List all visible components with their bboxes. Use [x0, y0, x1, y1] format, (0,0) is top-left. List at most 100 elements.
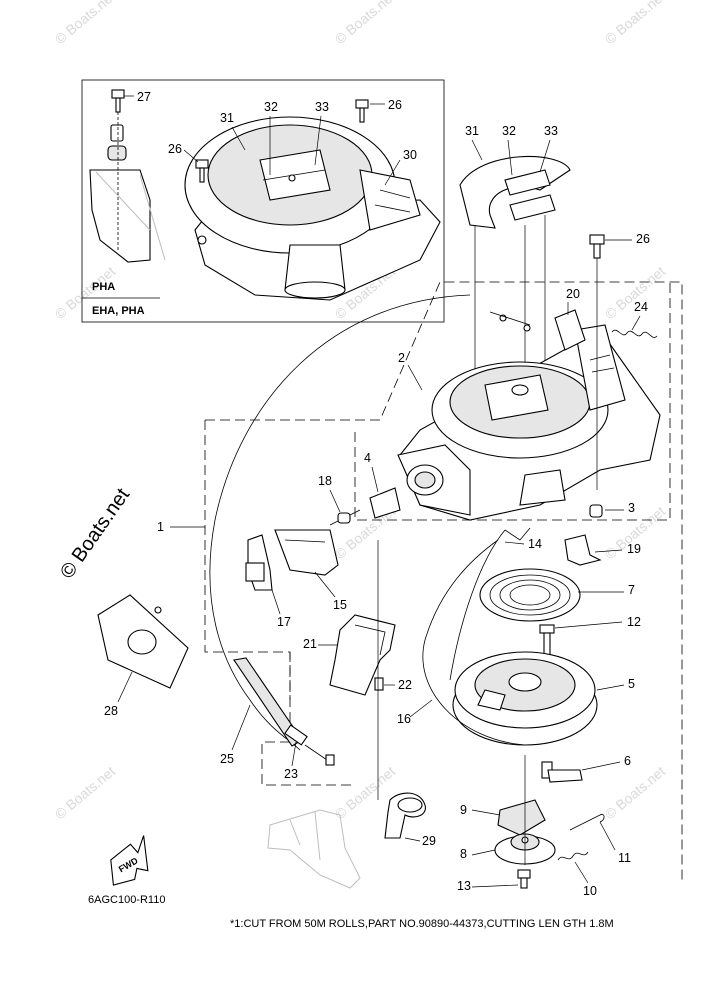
- callout-leader-29: [404, 837, 421, 842]
- callout-13: 13: [457, 879, 471, 893]
- callout-2: 2: [398, 351, 405, 365]
- elbow-29: [384, 792, 426, 839]
- callout-25: 25: [220, 752, 234, 766]
- callout-26: 26: [388, 98, 402, 112]
- callout-23: 23: [284, 767, 298, 781]
- callout-33: 33: [544, 124, 558, 138]
- callout-leader-2: [407, 364, 423, 391]
- inset-bracket: [89, 169, 151, 263]
- callout-leader-9: [471, 809, 501, 816]
- callout-leader-31: [231, 126, 246, 151]
- callout-leader-19: [594, 549, 623, 553]
- callout-leader-4: [371, 466, 379, 493]
- callout-22: 22: [398, 678, 412, 692]
- callout-leader-33: [314, 115, 322, 166]
- watermark-main: © Boats.net: [56, 484, 134, 583]
- callout-leader-31: [471, 139, 483, 161]
- decal-set: [459, 155, 571, 395]
- callout-24: 24: [634, 300, 648, 314]
- cap-3: [589, 504, 603, 518]
- callout-leader-16: [409, 699, 433, 718]
- inset-starter-housing: [184, 116, 441, 301]
- footnote: *1:CUT FROM 50M ROLLS,PART NO.90890-4437…: [230, 918, 614, 930]
- callout-12: 12: [627, 615, 641, 629]
- callout-9: 9: [460, 803, 467, 817]
- inset-bolt-26a: [195, 159, 209, 183]
- bolt-26: [589, 234, 605, 490]
- callout-27: 27: [137, 90, 151, 104]
- grommet-plate-28: [97, 594, 189, 689]
- inset-collar: [110, 124, 124, 142]
- bolt-13: [517, 869, 531, 889]
- spiral-spring-7: [479, 568, 581, 622]
- inset-variant-lower: EHA, PHA: [92, 305, 145, 317]
- callout-21: 21: [303, 637, 317, 651]
- callout-10: 10: [583, 884, 597, 898]
- callout-leader-5: [596, 684, 625, 691]
- callout-leader-15: [314, 571, 336, 598]
- assembly-outlines: [204, 281, 683, 880]
- wire-cable-25: [209, 294, 471, 751]
- diagram-code: 6AGC100-R110: [88, 894, 165, 906]
- callout-17: 17: [277, 615, 291, 629]
- callout-leader-17: [271, 589, 281, 615]
- callout-32: 32: [502, 124, 516, 138]
- callout-leader-10: [574, 861, 589, 884]
- inset-grommet: [107, 145, 127, 161]
- callout-leader-8: [471, 849, 496, 856]
- watermark-text: © Boats.net: [52, 763, 119, 822]
- callout-leader-28: [117, 671, 133, 703]
- callout-leader-30: [384, 159, 401, 186]
- callout-leader-14: [504, 541, 525, 545]
- watermark-text: © Boats.net: [52, 0, 119, 47]
- plate-9: [497, 799, 546, 836]
- callout-31: 31: [220, 111, 234, 125]
- callout-15: 15: [333, 598, 347, 612]
- starter-housing: [397, 324, 661, 521]
- callout-32: 32: [264, 100, 278, 114]
- watermark-text: © Boats.net: [332, 0, 399, 47]
- spring-10: [557, 851, 589, 861]
- callout-18: 18: [318, 474, 332, 488]
- bolt-12: [539, 624, 555, 664]
- inset-bolt-26b: [355, 99, 369, 123]
- handle-15: [274, 529, 339, 576]
- callout-5: 5: [628, 677, 635, 691]
- callout-leader-12: [554, 621, 623, 629]
- callout-leader-25: [231, 704, 251, 751]
- callout-16: 16: [397, 712, 411, 726]
- callout-33: 33: [315, 100, 329, 114]
- callout-3: 3: [628, 501, 635, 515]
- callout-leader-11: [599, 821, 616, 851]
- watermark-text: © Boats.net: [602, 0, 669, 47]
- callout-leader-33: [539, 139, 551, 173]
- callout-26: 26: [636, 232, 650, 246]
- callout-26: 26: [168, 142, 182, 156]
- callout-29: 29: [422, 834, 436, 848]
- inset-bolt-27: [111, 89, 125, 113]
- clip-18: [337, 512, 351, 524]
- callout-20: 20: [566, 287, 580, 301]
- bracket-21: [329, 614, 396, 696]
- engine-bracket-ghost: [267, 809, 361, 889]
- callout-30: 30: [403, 148, 417, 162]
- callout-31: 31: [465, 124, 479, 138]
- callout-leader-24: [631, 315, 641, 331]
- starter-cable-16: [449, 527, 531, 681]
- callout-1: 1: [157, 520, 164, 534]
- callout-11: 11: [618, 851, 631, 865]
- lever-19: [564, 534, 602, 566]
- callout-leader-23: [291, 741, 297, 767]
- callout-19: 19: [627, 542, 641, 556]
- callout-leader-6: [581, 761, 621, 771]
- inset-variant-box: PHA EHA, PHA: [81, 79, 445, 323]
- starter-cable-14: [422, 539, 526, 746]
- callout-4: 4: [364, 451, 371, 465]
- callout-leader-18: [329, 489, 341, 513]
- cable-end-23: [284, 724, 335, 766]
- callout-28: 28: [104, 704, 118, 718]
- inset-variant-upper: PHA: [92, 281, 115, 293]
- callout-14: 14: [528, 537, 542, 551]
